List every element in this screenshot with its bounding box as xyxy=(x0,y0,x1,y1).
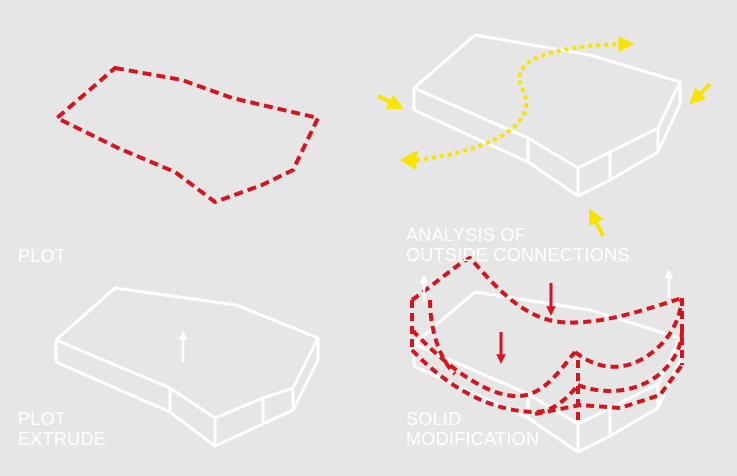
caption-analysis: ANALYSIS OF OUTSIDE CONNECTIONS xyxy=(406,225,630,265)
caption-plot-line-1: PLOT xyxy=(18,246,67,266)
caption-solid-line-1: SOLID xyxy=(406,409,462,429)
plot-boundary xyxy=(55,66,320,204)
inbound-arrow-icon-left xyxy=(377,94,404,109)
analysis-block xyxy=(412,33,682,198)
inbound-arrow-icon-right xyxy=(689,82,712,105)
extruded-block xyxy=(54,286,320,448)
connection-flow-arrow-icon xyxy=(400,36,635,170)
caption-solid-line-2: MODIFICATION xyxy=(406,429,540,449)
modified-solid-outline xyxy=(410,256,684,420)
caption-plot-extrude: PLOT EXTRUDE xyxy=(18,409,106,449)
caption-plot: PLOT xyxy=(18,246,66,266)
inbound-arrow-icon-bottom xyxy=(589,208,605,237)
caption-analysis-line-2: OUTSIDE CONNECTIONS xyxy=(406,245,630,265)
caption-analysis-line-1: ANALYSIS OF xyxy=(406,225,527,245)
caption-solid-modification: SOLID MODIFICATION xyxy=(406,409,539,449)
caption-plot-extrude-line-2: EXTRUDE xyxy=(18,429,107,449)
caption-plot-extrude-line-1: PLOT xyxy=(18,409,67,429)
